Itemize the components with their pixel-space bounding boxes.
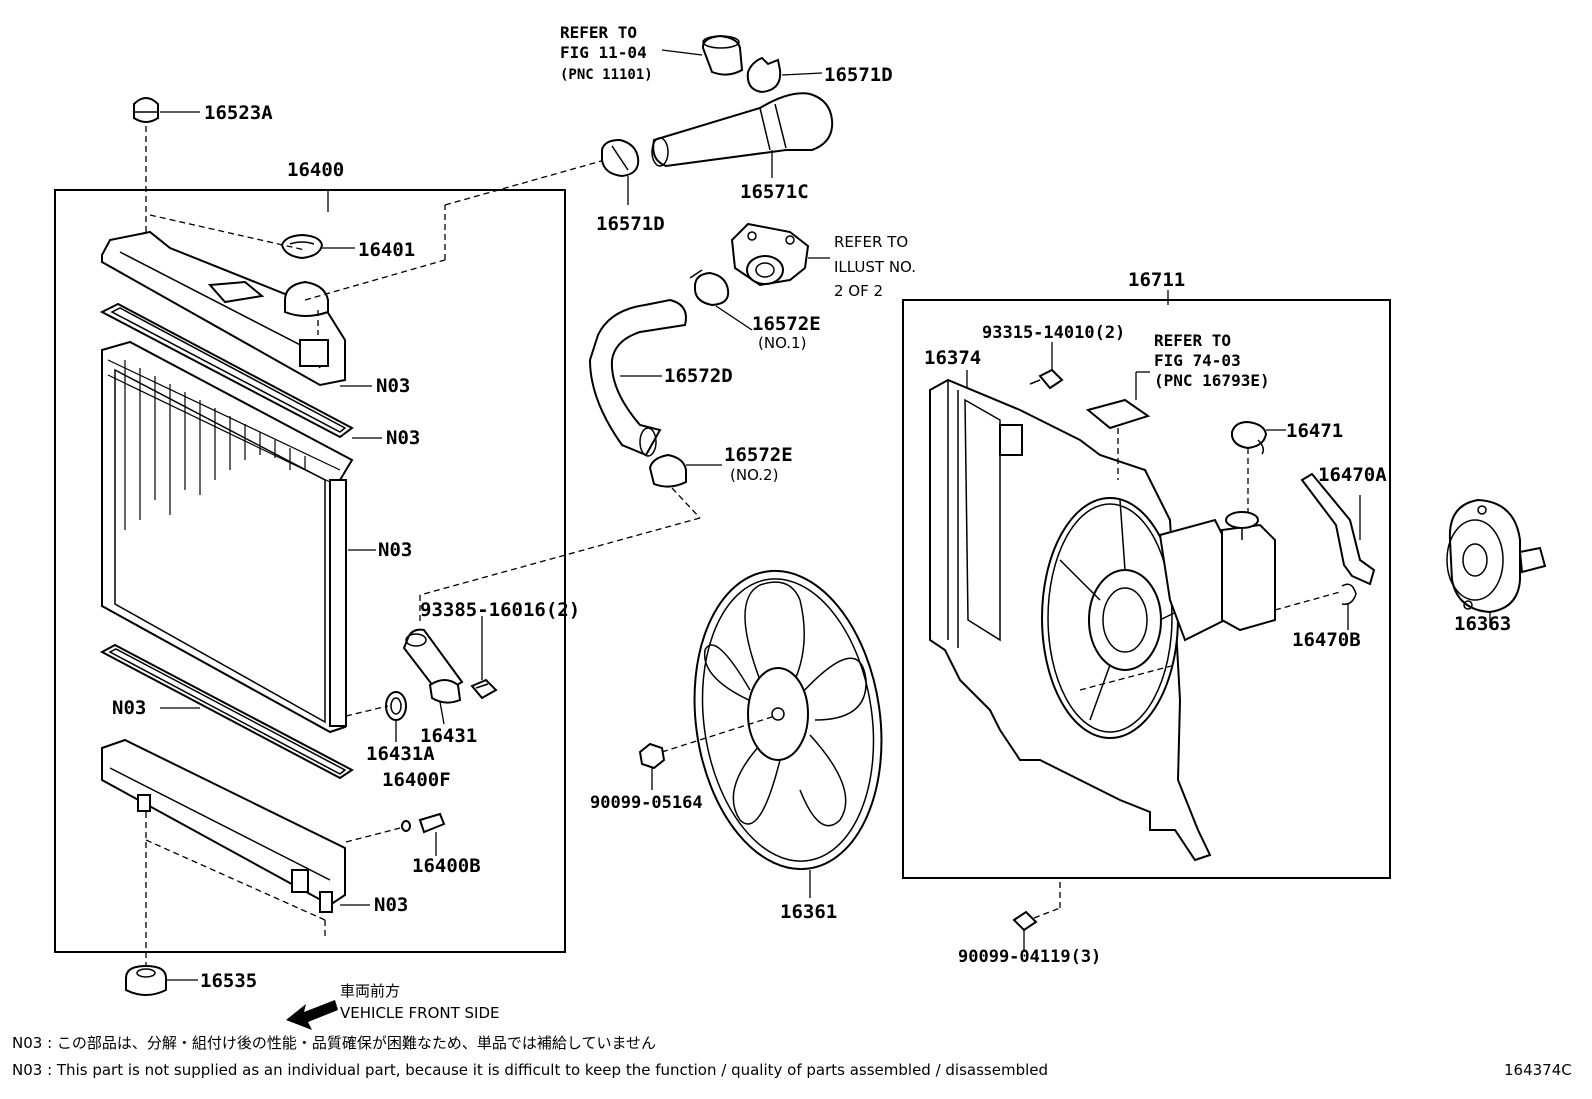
drain-cock-gasket <box>401 820 411 832</box>
label-16572E-no1-sub: (NO.1) <box>758 334 806 352</box>
label-16711: 16711 <box>1128 269 1185 291</box>
drain-cock-plug <box>418 812 446 834</box>
reserve-tank <box>1221 511 1276 632</box>
label-n03-lower-gasket: N03 <box>112 697 146 719</box>
label-16572E-no2: 16572E <box>724 444 793 466</box>
radiator-lower-tank <box>101 738 346 913</box>
label-16470B: 16470B <box>1292 629 1361 651</box>
label-16401: 16401 <box>358 239 415 261</box>
ref-illust-line3: 2 OF 2 <box>834 282 883 300</box>
hose-pipe-top <box>701 34 744 76</box>
label-16374: 16374 <box>924 347 981 369</box>
reserve-tank-cap <box>1231 420 1268 455</box>
radiator-upper-cushion <box>133 97 159 123</box>
cooling-fan <box>693 569 883 871</box>
fan-motor <box>1446 498 1547 614</box>
label-93385-16016: 93385-16016(2) <box>420 599 580 621</box>
hose-clamp-top <box>746 56 782 94</box>
hose-clamp-no1 <box>689 269 730 307</box>
label-16535: 16535 <box>200 970 257 992</box>
label-16572D: 16572D <box>664 365 733 387</box>
label-n03-core: N03 <box>378 539 412 561</box>
lower-radiator-hose <box>588 298 687 457</box>
overflow-clip <box>1341 583 1357 606</box>
direction-jp: 車両前方 <box>340 982 400 1000</box>
label-16523A: 16523A <box>204 102 273 124</box>
label-90099-05164: 90099-05164 <box>590 793 703 813</box>
label-16471: 16471 <box>1286 420 1343 442</box>
label-16400B: 16400B <box>412 855 481 877</box>
ref-fig7403-line2: FIG 74-03 <box>1154 351 1241 370</box>
upper-radiator-hose <box>651 92 834 168</box>
label-16431: 16431 <box>420 725 477 747</box>
upper-gasket <box>99 302 354 439</box>
drain-bolt <box>470 678 498 700</box>
radiator-core <box>101 340 354 734</box>
o-ring <box>385 691 407 721</box>
overflow-hose <box>1300 472 1376 586</box>
warning-label <box>1085 398 1151 430</box>
label-n03-gasket: N03 <box>386 427 420 449</box>
label-16361: 16361 <box>780 901 837 923</box>
footnote-jp: N03 : この部品は、分解・組付け後の性能・品質確保が困難なため、単品では補給… <box>12 1034 656 1052</box>
ref-illust-line2: ILLUST NO. <box>834 258 916 276</box>
ref-fig7403-line3: (PNC 16793E) <box>1154 371 1270 390</box>
vehicle-front-arrow <box>286 1000 338 1030</box>
lower-gasket <box>99 643 354 780</box>
ref-fig1104-line1: REFER TO <box>560 23 637 42</box>
diagram-code: 164374C <box>1504 1061 1572 1079</box>
radiator-upper-tank <box>101 230 346 387</box>
radiator-cap <box>280 233 324 260</box>
label-16400F: 16400F <box>382 769 451 791</box>
direction-en: VEHICLE FRONT SIDE <box>340 1004 500 1022</box>
ref-fig1104-line2: FIG 11-04 <box>560 43 647 62</box>
fan-bolt-bottom <box>1012 910 1038 932</box>
fan-shroud <box>929 378 1226 862</box>
fan-nut <box>638 742 666 770</box>
label-n03-lower-tank: N03 <box>374 894 408 916</box>
fan-bolt-top <box>1029 368 1064 390</box>
label-n03-upper-tank: N03 <box>376 375 410 397</box>
hose-clamp-left <box>601 138 640 178</box>
footnote-en: N03 : This part is not supplied as an in… <box>12 1061 1048 1079</box>
label-16470A: 16470A <box>1318 464 1387 486</box>
fan-shroud-assembly-box <box>902 299 1391 879</box>
label-16363: 16363 <box>1454 613 1511 635</box>
radiator-lower-cushion <box>125 964 167 996</box>
label-16431A: 16431A <box>366 743 435 765</box>
label-16571D-top: 16571D <box>824 64 893 86</box>
label-93315-14010: 93315-14010(2) <box>982 323 1125 343</box>
ref-illust-line1: REFER TO <box>834 233 908 251</box>
drain-pipe <box>402 628 464 704</box>
ref-fig1104-line3: (PNC 11101) <box>560 67 653 83</box>
label-16572E-no2-sub: (NO.2) <box>730 466 778 484</box>
label-16572E-no1: 16572E <box>752 313 821 335</box>
hose-clamp-no2 <box>648 453 687 488</box>
water-outlet <box>730 222 810 287</box>
label-16571D-left: 16571D <box>596 213 665 235</box>
label-90099-04119: 90099-04119(3) <box>958 947 1101 967</box>
label-16400: 16400 <box>287 159 344 181</box>
radiator-assembly-box <box>54 189 566 953</box>
label-16571C: 16571C <box>740 181 809 203</box>
ref-fig7403-line1: REFER TO <box>1154 331 1231 350</box>
